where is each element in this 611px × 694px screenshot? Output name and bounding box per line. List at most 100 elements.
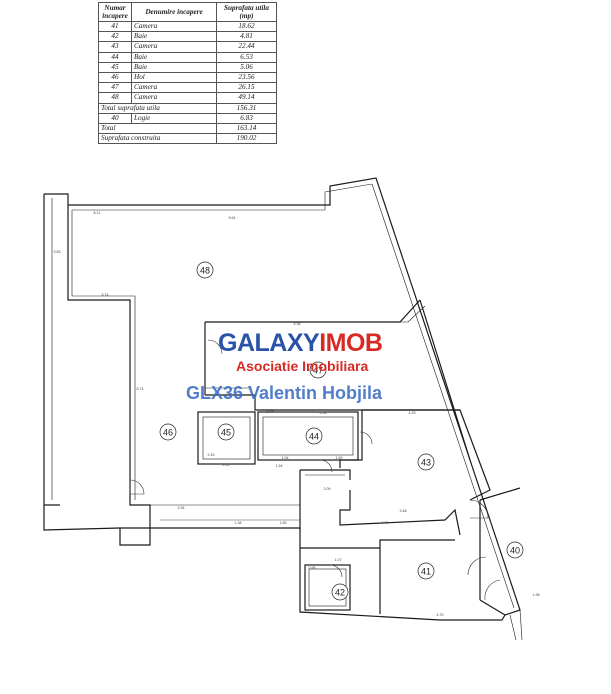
room-number-cell: 48: [98, 92, 132, 104]
room-circle-40: [506, 541, 524, 559]
total-row: Total 163.14: [98, 122, 277, 135]
table-row: 48 Camera 49.14: [98, 92, 277, 104]
dimension-label: 0.77: [267, 410, 274, 414]
room-number-cell: 46: [98, 71, 132, 84]
room-43-boundary: [339, 409, 491, 501]
door-arc: [484, 579, 501, 601]
door-arc: [319, 459, 333, 473]
table-header-row: Numar incapere Denumire incapere Suprafa…: [98, 2, 277, 22]
room-number-43: 43: [421, 458, 431, 468]
room-area-cell: 6.83: [216, 112, 277, 124]
room-circle-41: [417, 562, 435, 580]
room-name-cell: Logie: [131, 112, 217, 124]
room-name-cell: Camera: [131, 92, 217, 104]
header-room-number: Numar incapere: [98, 2, 132, 22]
dimension-label: 2.94: [178, 506, 185, 510]
dimension-label: 1.98: [533, 593, 540, 597]
room-44-boundary: [257, 411, 359, 461]
total-useful-label: Total suprafata utila: [98, 102, 217, 114]
dimension-label: 1.54: [276, 464, 283, 468]
room-name-cell: Hol: [131, 71, 217, 84]
room-number-42: 42: [335, 588, 345, 598]
header-room-area: Suprafata utila (mp): [216, 2, 277, 22]
dimension-label: 8.74: [102, 293, 109, 297]
room-area-cell: 18.62: [216, 20, 277, 33]
table-row: 47 Camera 26.15: [98, 82, 277, 94]
dimension-label: 1.07: [335, 558, 342, 562]
room-number-48: 48: [200, 266, 210, 276]
logia-row: 40 Logie 6.83: [98, 112, 277, 124]
dimension-label: 2.43: [208, 453, 215, 457]
door-arc: [359, 431, 373, 445]
dimension-label: 1.69: [336, 456, 343, 460]
room-circle-46: [159, 423, 177, 441]
brand-tagline: Asociatie Imobiliara: [236, 358, 369, 374]
room-circle-45: [217, 423, 235, 441]
room-name-cell: Baie: [131, 31, 217, 43]
door-arc: [469, 499, 489, 519]
room-name-cell: Camera: [131, 20, 217, 33]
room-circle-48: [196, 261, 214, 279]
door-arc: [207, 339, 223, 355]
table-row: 44 Baie 6.53: [98, 51, 277, 63]
door-arc: [129, 479, 145, 495]
room-number-cell: 43: [98, 41, 132, 53]
room-number-44: 44: [309, 432, 319, 442]
room-number-47: 47: [313, 366, 323, 376]
room-number-45: 45: [221, 428, 231, 438]
built-area-row: Suprafata construita 190.02: [98, 133, 277, 145]
room-area-cell: 26.15: [216, 82, 277, 94]
agent-watermark: GLX36 Valentin Hobjila: [186, 383, 383, 403]
dimension-label: 4.25: [409, 411, 416, 415]
dimension-label: 2.09: [324, 487, 331, 491]
room-area-cell: 49.14: [216, 92, 277, 104]
dimension-label: 8.74: [137, 387, 144, 391]
dimension-label: 2.52: [320, 411, 327, 415]
room-45-boundary: [197, 411, 256, 465]
room-circle-42: [331, 583, 349, 601]
table-row: 42 Baie 4.81: [98, 31, 277, 43]
dimension-label: 0.79: [382, 521, 389, 525]
room-number-41: 41: [421, 567, 431, 577]
built-area-label: Suprafata construita: [98, 133, 217, 145]
room-number-cell: 47: [98, 82, 132, 94]
header-room-name: Denumire incapere: [131, 2, 217, 22]
room-circle-47: [309, 361, 327, 379]
room-41-boundary: [300, 539, 455, 614]
room-circle-44: [305, 427, 323, 445]
table-row: 43 Camera 22.44: [98, 41, 277, 53]
dimension-label: 1.38: [235, 521, 242, 525]
dimension-label: 1.65: [280, 521, 287, 525]
table-row: 46 Hol 23.56: [98, 71, 277, 84]
room-schedule-table: Numar incapere Denumire incapere Suprafa…: [98, 2, 277, 145]
brand-name-part2: IMOB: [319, 329, 383, 357]
dimension-label: 4.75: [437, 613, 444, 617]
room-number-cell: 45: [98, 61, 132, 73]
dimension-label: 1.04: [282, 456, 289, 460]
room-name-cell: Camera: [131, 82, 217, 94]
brand-name-part1: GALAXY: [218, 329, 320, 357]
room-name-cell: Baie: [131, 51, 217, 63]
room-name-cell: Baie: [131, 61, 217, 73]
table-row: 45 Baie 5.06: [98, 61, 277, 73]
dimension-label: 3.48: [400, 509, 407, 513]
logia-boundary: [479, 487, 521, 616]
room-area-cell: 4.81: [216, 31, 277, 43]
room-number-40: 40: [510, 546, 520, 556]
dimension-label: 3.83: [54, 250, 61, 254]
room-area-cell: 22.44: [216, 41, 277, 53]
room-area-cell: 5.06: [216, 61, 277, 73]
table-row: 41 Camera 18.62: [98, 20, 277, 33]
room-area-cell: 6.53: [216, 51, 277, 63]
door-arc: [329, 564, 343, 578]
dimension-label: 2.25: [223, 463, 230, 467]
total-useful-row: Total suprafata utila 156.31: [98, 102, 277, 114]
built-area-value: 190.02: [216, 133, 277, 145]
room-name-cell: Camera: [131, 41, 217, 53]
room-42-boundary: [304, 564, 351, 611]
dimension-label: 0.96: [309, 566, 316, 570]
room-number-cell: 40: [98, 112, 132, 124]
room-number-46: 46: [163, 428, 173, 438]
partition-wall: [204, 299, 471, 461]
